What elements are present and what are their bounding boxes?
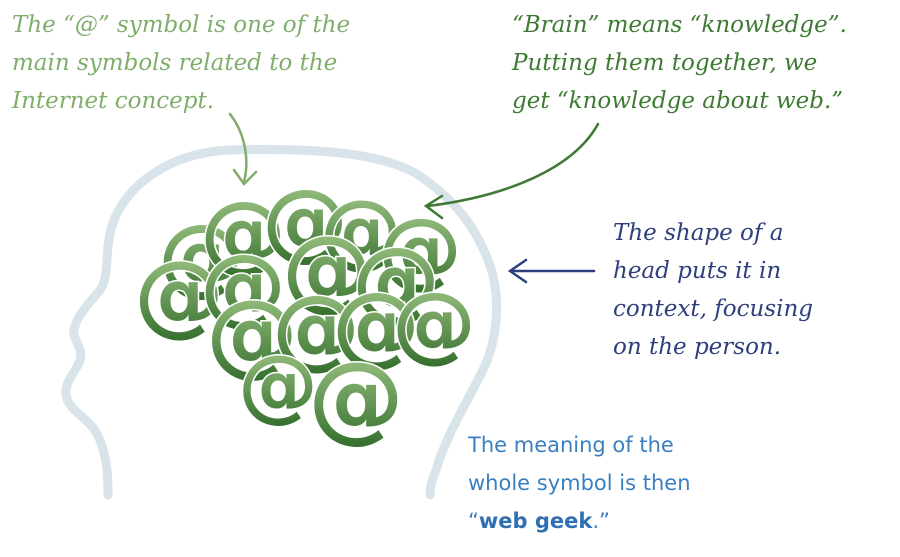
brain-at-cluster: @ @ @ @ @ @ @ @ @ @ @ @ @ @ @ (133, 170, 478, 455)
note-line: context, focusing (613, 296, 813, 322)
note-line: The “@” symbol is one of the (12, 12, 351, 38)
note-line: Putting them together, we (512, 50, 818, 76)
at-icon: @ (200, 183, 286, 283)
at-icon: @ (272, 276, 360, 379)
at-icon: @ (308, 341, 404, 453)
note-line: The meaning of the (468, 433, 674, 457)
at-icon: @ (238, 338, 318, 431)
meaning-note: The meaning of the whole symbol is then … (468, 426, 768, 540)
at-icon: @ (158, 206, 244, 306)
head-outline (61, 144, 501, 500)
at-icon: @ (282, 217, 372, 322)
arrow-head-note (507, 258, 596, 284)
at-icon: @ (262, 171, 348, 271)
note-line: on the person. (613, 334, 782, 360)
at-icon: @ (352, 228, 440, 331)
at-icon: @ (378, 200, 462, 298)
arrow-at-to-brain (228, 112, 258, 186)
note-line: “web geek.” (468, 502, 768, 540)
web-geek-emphasis: web geek (478, 509, 593, 533)
note-line: main symbols related to the (12, 50, 338, 76)
at-icon: @ (206, 280, 298, 387)
quote-open: “ (468, 509, 479, 533)
arrow-brain-note (423, 122, 600, 220)
quote-close: .” (592, 509, 610, 533)
at-symbol-note: The “@” symbol is one of the main symbol… (12, 6, 402, 120)
note-line: The shape of a (613, 220, 784, 246)
at-icon: @ (320, 183, 402, 278)
note-line: head puts it in (613, 258, 782, 284)
note-line: get “knowledge about web.” (512, 88, 844, 114)
at-icon: @ (134, 242, 224, 347)
head-shape-note: The shape of a head puts it in context, … (613, 214, 873, 366)
at-icon: @ (332, 273, 420, 376)
at-icon: @ (392, 274, 476, 372)
note-line: Internet concept. (12, 88, 215, 114)
at-icon: @ (200, 236, 286, 336)
note-line: whole symbol is then (468, 471, 691, 495)
brain-note: “Brain” means “knowledge”. Putting them … (512, 6, 892, 120)
note-line: “Brain” means “knowledge”. (512, 12, 847, 38)
